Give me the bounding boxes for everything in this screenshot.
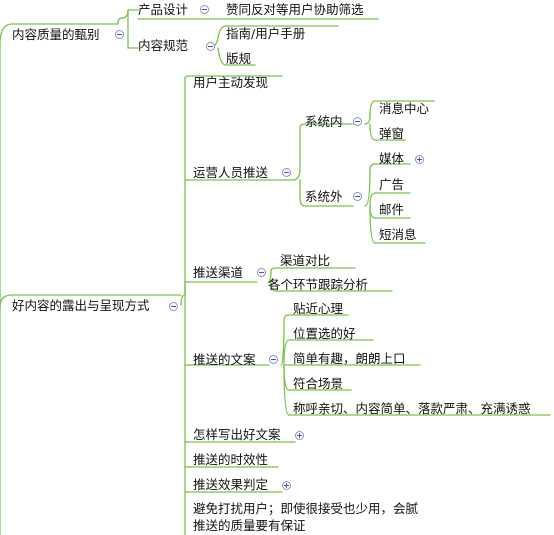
node-push-channel[interactable]: 推送渠道	[193, 265, 244, 280]
plus-icon[interactable]	[415, 155, 424, 164]
plus-icon[interactable]	[282, 481, 291, 490]
connector-line	[369, 192, 376, 207]
plus-icon[interactable]	[295, 431, 304, 440]
connector-line	[364, 169, 371, 207]
minus-icon[interactable]	[200, 5, 209, 14]
connector-line	[0, 294, 13, 308]
node-message-center[interactable]: 消息中心	[379, 101, 430, 116]
node-out-system[interactable]: 系统外	[305, 189, 343, 204]
connector-line	[184, 75, 191, 79]
minus-icon[interactable]	[169, 302, 178, 311]
connector-line	[117, 17, 123, 25]
connector-line	[121, 9, 129, 19]
connector-line	[270, 267, 277, 272]
connector-line	[267, 270, 272, 283]
connector-line	[369, 163, 376, 171]
minus-icon[interactable]	[269, 355, 278, 364]
connector-line	[299, 123, 306, 129]
node-friendly-address[interactable]: 称呼亲切、内容简单、落款严肃、充满诱惑	[293, 401, 531, 416]
minus-icon[interactable]	[353, 117, 362, 126]
node-push-effect[interactable]: 推送效果判定	[193, 477, 269, 492]
node-user-discovery[interactable]: 用户主动发现	[193, 75, 269, 90]
node-sms[interactable]: 短消息	[379, 227, 417, 242]
node-good-content-exposure[interactable]: 好内容的露出与呈现方式	[12, 298, 150, 313]
node-avoid-disturb[interactable]: 避免打扰用户；即使很接受也少用，会腻	[193, 501, 419, 516]
connector-line	[292, 167, 301, 181]
connector-line	[217, 25, 227, 39]
node-push-copy[interactable]: 推送的文案	[193, 352, 256, 367]
node-ops-push[interactable]: 运营人员推送	[193, 165, 269, 180]
node-push-quality[interactable]: 推送的质量要有保证	[193, 518, 306, 533]
node-simple-fun[interactable]: 简单有趣，朗朗上口	[293, 351, 406, 366]
node-push-timeliness[interactable]: 推送的时效性	[193, 452, 269, 467]
node-forum-rules[interactable]: 版规	[226, 51, 252, 66]
node-like-dislike-filter[interactable]: 赞同反对等用户协助筛选	[226, 2, 364, 17]
minus-icon[interactable]	[115, 30, 124, 39]
minus-icon[interactable]	[206, 42, 215, 51]
minus-icon[interactable]	[353, 192, 362, 201]
minus-icon[interactable]	[282, 168, 291, 177]
connector-line	[369, 205, 376, 244]
node-in-system[interactable]: 系统内	[305, 114, 343, 129]
node-close-to-psychology[interactable]: 贴近心理	[293, 301, 344, 316]
node-email[interactable]: 邮件	[379, 202, 405, 217]
connector-line	[283, 339, 290, 366]
node-content-rules[interactable]: 内容规范	[138, 38, 189, 53]
connector-line	[299, 197, 306, 207]
node-good-position[interactable]: 位置选的好	[293, 326, 356, 341]
minus-icon[interactable]	[257, 268, 266, 277]
node-content-quality[interactable]: 内容质量的甄别	[12, 27, 100, 42]
node-how-to-write-copy[interactable]: 怎样写出好文案	[193, 427, 281, 442]
connector-line	[283, 364, 290, 416]
node-popup[interactable]: 弹窗	[379, 126, 405, 141]
connector-line	[283, 314, 290, 321]
node-fit-scene[interactable]: 符合场景	[293, 376, 344, 391]
node-product-design[interactable]: 产品设计	[138, 2, 189, 17]
node-tracking-analysis[interactable]: 各个环节跟踪分析	[268, 277, 369, 292]
connector-line	[369, 123, 376, 141]
connector-line	[0, 23, 13, 45]
node-guide-manual[interactable]: 指南/用户手册	[226, 26, 306, 41]
connector-line	[217, 47, 227, 66]
node-ads[interactable]: 广告	[379, 177, 405, 192]
node-channel-compare[interactable]: 渠道对比	[280, 253, 331, 268]
connector-line	[280, 319, 285, 366]
node-media[interactable]: 媒体	[379, 151, 405, 166]
connector-line	[270, 281, 277, 292]
connector-line	[364, 115, 371, 125]
connector-line	[369, 100, 376, 117]
